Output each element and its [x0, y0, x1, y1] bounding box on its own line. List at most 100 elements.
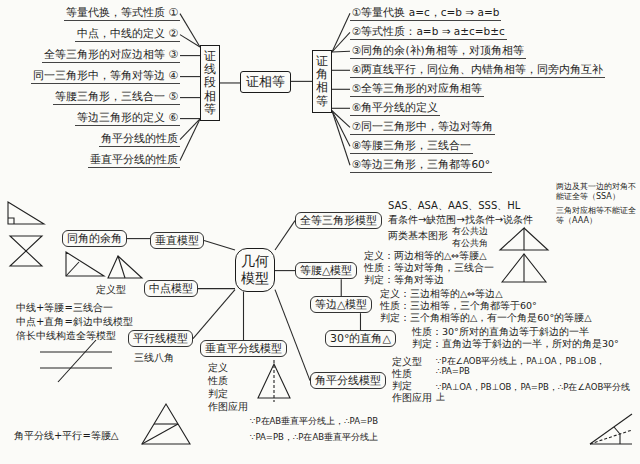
node-text: 角平分线模型: [315, 374, 381, 387]
node-text: 同角的余角: [67, 232, 122, 245]
node-text: 垂直模型: [155, 234, 199, 247]
branch-line: [180, 55, 200, 56]
note-text: 判定：直角边等于斜边的一半，所对的角是30°: [412, 338, 619, 349]
note-text: 中点+直角=斜边中线模型: [16, 316, 133, 328]
right-triangle-sketch: [8, 202, 44, 224]
rule-item: 等腰三角形，三线合一 ⑤: [53, 90, 180, 105]
rule-item: 全等三角形的对应边相等 ③: [42, 48, 180, 63]
branch-line: [332, 51, 350, 53]
rule-item: 等边三角形的定义 ⑥: [75, 111, 180, 126]
congruent-sketch: [500, 228, 524, 250]
right-angle-mark: [8, 218, 14, 224]
node-text: 证线段相等: [204, 50, 216, 116]
note-text: 性质：三边相等，三个角都等于60°: [380, 300, 537, 311]
branch-line: [332, 111, 350, 147]
bisector-line: [142, 424, 178, 444]
branch-line: [193, 290, 235, 339]
note-text: ∵P在∠AOB平分线上，PA⊥OA，PB⊥OB，∴PA=PB: [436, 356, 632, 376]
perpendicular-foot: [619, 434, 620, 444]
node-text: 等边三角形的定义 ⑥: [77, 111, 178, 124]
parallel-line: [40, 351, 112, 352]
node-text: ④两直线平行，同位角、内错角相等，同旁内角互补: [352, 63, 603, 76]
rule-item: ④两直线平行，同位角、内错角相等，同旁内角互补: [350, 63, 605, 78]
node-text: ⑨等边三角形，三角都等60°: [352, 158, 490, 171]
note-text: 判定：等角对等边: [364, 274, 444, 285]
rule-item: 等量代换，等式性质 ①: [64, 6, 180, 21]
branch-line: [332, 108, 350, 109]
perpendicular-bisector: [273, 360, 274, 402]
note-text: 有公共角: [452, 238, 488, 249]
branch-line: [180, 97, 200, 98]
node-text: ⑤全等三角形的对应角相等: [352, 82, 482, 95]
note-text: 看条件→缺范围→找条件→说条件: [388, 214, 533, 226]
branch-line: [332, 13, 350, 52]
branch-line: [332, 89, 350, 90]
note-text: 性质：30°所对的直角边等于斜边的一半: [412, 326, 589, 337]
branch-line: [275, 270, 295, 271]
perpendicular-foot: [614, 427, 620, 434]
rule-item: ⑦同一三角形中，等边对等角: [350, 120, 495, 135]
transversal-line: [58, 340, 96, 382]
note-text: 两边及其一边的对角不能证全等（SSA）: [556, 182, 636, 201]
node-text: 中点，中线的定义 ②: [77, 27, 178, 40]
note-text: 作图应用: [208, 401, 248, 413]
note-text: 三角对应相等不能证全等（AAA）: [556, 206, 636, 225]
branch-box: 证角相等: [312, 50, 332, 113]
note-text: 两类基本图形: [388, 230, 448, 242]
branch-line: [127, 238, 150, 239]
note-text: ∵PA⊥OA，PB⊥OB，PA=PB，∴P在∠AOB平分线上: [436, 382, 632, 402]
note-text: 判定：三个角相等的△，有一个角是60°的等腰△: [380, 312, 591, 323]
note-text: 角平分线+平行=等腰△: [14, 430, 118, 442]
parallel-line: [40, 367, 112, 368]
branch-line: [180, 119, 200, 140]
node-text: 中点模型: [149, 282, 193, 295]
node-text: 平行线模型: [133, 332, 188, 345]
note-text: SAS、ASA、AAS、SSS、HL: [388, 200, 520, 212]
congruent-sketch: [524, 228, 548, 250]
branch-line: [198, 288, 235, 289]
rule-item: ③同角的余(补)角相等，对顶角相等: [350, 44, 526, 59]
note-text: 定义: [208, 362, 228, 374]
node-text: ⑧等腰三角形，三线合一: [352, 139, 471, 152]
note-text: 作图应用: [392, 392, 432, 404]
note-text: ∵P在AB垂直平分线上，∴PA=PB: [250, 416, 378, 426]
bisector-line: [590, 430, 632, 444]
model-box: 等边△模型: [310, 296, 372, 313]
model-box: 中点模型: [144, 280, 198, 297]
note-text: 定义型: [96, 284, 126, 296]
note-text: 性质：等边对等角，三线合一: [364, 262, 494, 273]
node-text: 垂直平分线的性质: [90, 153, 178, 166]
angle-ray: [590, 443, 632, 444]
note-text: 定义型: [392, 356, 422, 368]
node-text: 同一三角形中，等角对等边 ④: [33, 69, 178, 82]
rule-item: ①等量代换 a=c，c=b ⇒ a=b: [350, 6, 501, 21]
node-text: 等腰三角形，三线合一 ⑤: [55, 90, 178, 103]
node-text: 等腰△模型: [300, 264, 352, 277]
note-text: 定义：三边相等的△⇔等边△: [380, 288, 503, 299]
node-text: 30°的直角△: [330, 332, 391, 345]
altitude-line: [523, 254, 524, 282]
rule-item: ②等式性质：a=b ⇒ a±c=b±c: [350, 25, 507, 40]
branch-line: [275, 221, 295, 250]
rule-item: ⑨等边三角形，三角都等60°: [350, 158, 492, 173]
branch-line: [180, 119, 200, 161]
note-text: 三线八角: [134, 352, 174, 364]
node-text: 证相等: [246, 74, 285, 90]
branch-line: [180, 118, 200, 119]
note-text: 性质: [208, 375, 228, 387]
note-text: 倍长中线构造全等模型: [16, 330, 116, 342]
node-text: ⑦同一三角形中，等边对等角: [352, 120, 493, 133]
angle-ray: [590, 414, 632, 444]
branch-line: [220, 82, 240, 83]
node-text: 等边△模型: [315, 298, 367, 311]
branch-line: [332, 111, 350, 166]
isosceles-sketch: [142, 404, 190, 444]
isosceles-sketch: [502, 254, 546, 282]
branch-line: [243, 292, 244, 340]
note-text: 判定: [392, 380, 412, 392]
note-text: ∵PA=PB，∴P在AB垂直平分线上: [250, 432, 378, 442]
model-box: 角平分线模型: [310, 372, 386, 389]
branch-line: [180, 14, 200, 47]
center-topic: 几何模型: [235, 248, 275, 292]
node-text: ②等式性质：a=b ⇒ a±c=b±c: [352, 25, 505, 38]
